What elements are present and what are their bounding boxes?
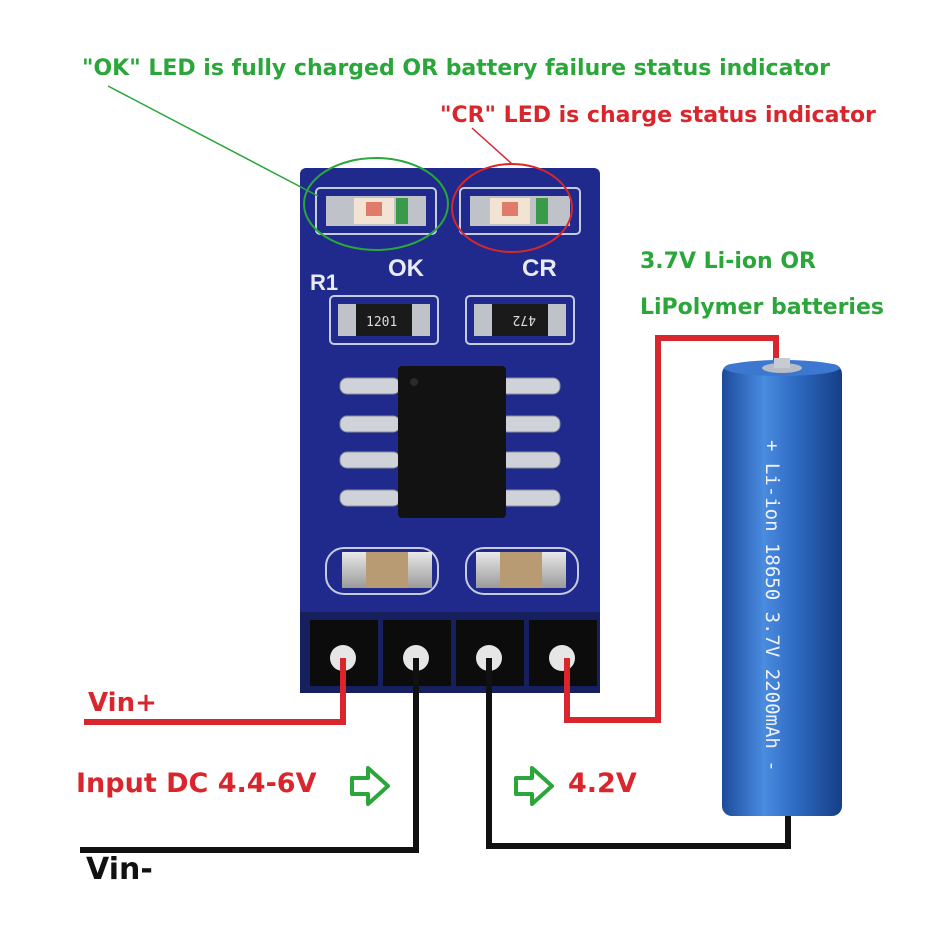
input-arrow-icon xyxy=(350,766,390,806)
charger-ic xyxy=(339,366,561,518)
ok-led-label: "OK" LED is fully charged OR battery fai… xyxy=(82,56,830,81)
wire-vin-plus xyxy=(84,658,346,725)
pcb-board: R1 OK CR 1201 472 xyxy=(300,168,600,693)
vin-plus-label: Vin+ xyxy=(88,688,157,718)
resistor-right-code: 472 xyxy=(513,312,536,327)
led-ok xyxy=(315,187,437,235)
cr-led-label: "CR" LED is charge status indicator xyxy=(440,103,876,128)
output-arrow-icon xyxy=(514,766,554,806)
resistor-left: 1201 xyxy=(329,295,439,345)
resistor-right: 472 xyxy=(465,295,575,345)
led-cr xyxy=(459,187,581,235)
cr-leader-line xyxy=(471,127,513,165)
resistor-left-code: 1201 xyxy=(366,315,397,330)
battery-label-line1: 3.7V Li-ion OR xyxy=(640,249,816,274)
wire-vin-minus xyxy=(80,658,419,853)
vin-minus-label: Vin- xyxy=(86,852,153,887)
output-voltage-label: 4.2V xyxy=(568,768,637,799)
silk-r1: R1 xyxy=(310,270,338,295)
input-dc-label: Input DC 4.4-6V xyxy=(76,768,317,799)
pin-bat-plus xyxy=(549,645,575,671)
battery-print: + Li-ion 18650 3.7V 2200mAh - xyxy=(761,440,783,772)
ok-led-highlight xyxy=(303,157,449,251)
wire-bat-plus xyxy=(564,335,779,723)
ok-leader-line xyxy=(107,85,319,197)
battery-18650: + Li-ion 18650 3.7V 2200mAh - xyxy=(722,358,842,816)
silk-cr: CR xyxy=(522,255,557,282)
silk-ok: OK xyxy=(388,255,425,282)
capacitor-left xyxy=(325,547,439,595)
wire-bat-minus xyxy=(486,658,791,849)
battery-label-line2: LiPolymer batteries xyxy=(640,295,884,320)
capacitor-right xyxy=(465,547,579,595)
